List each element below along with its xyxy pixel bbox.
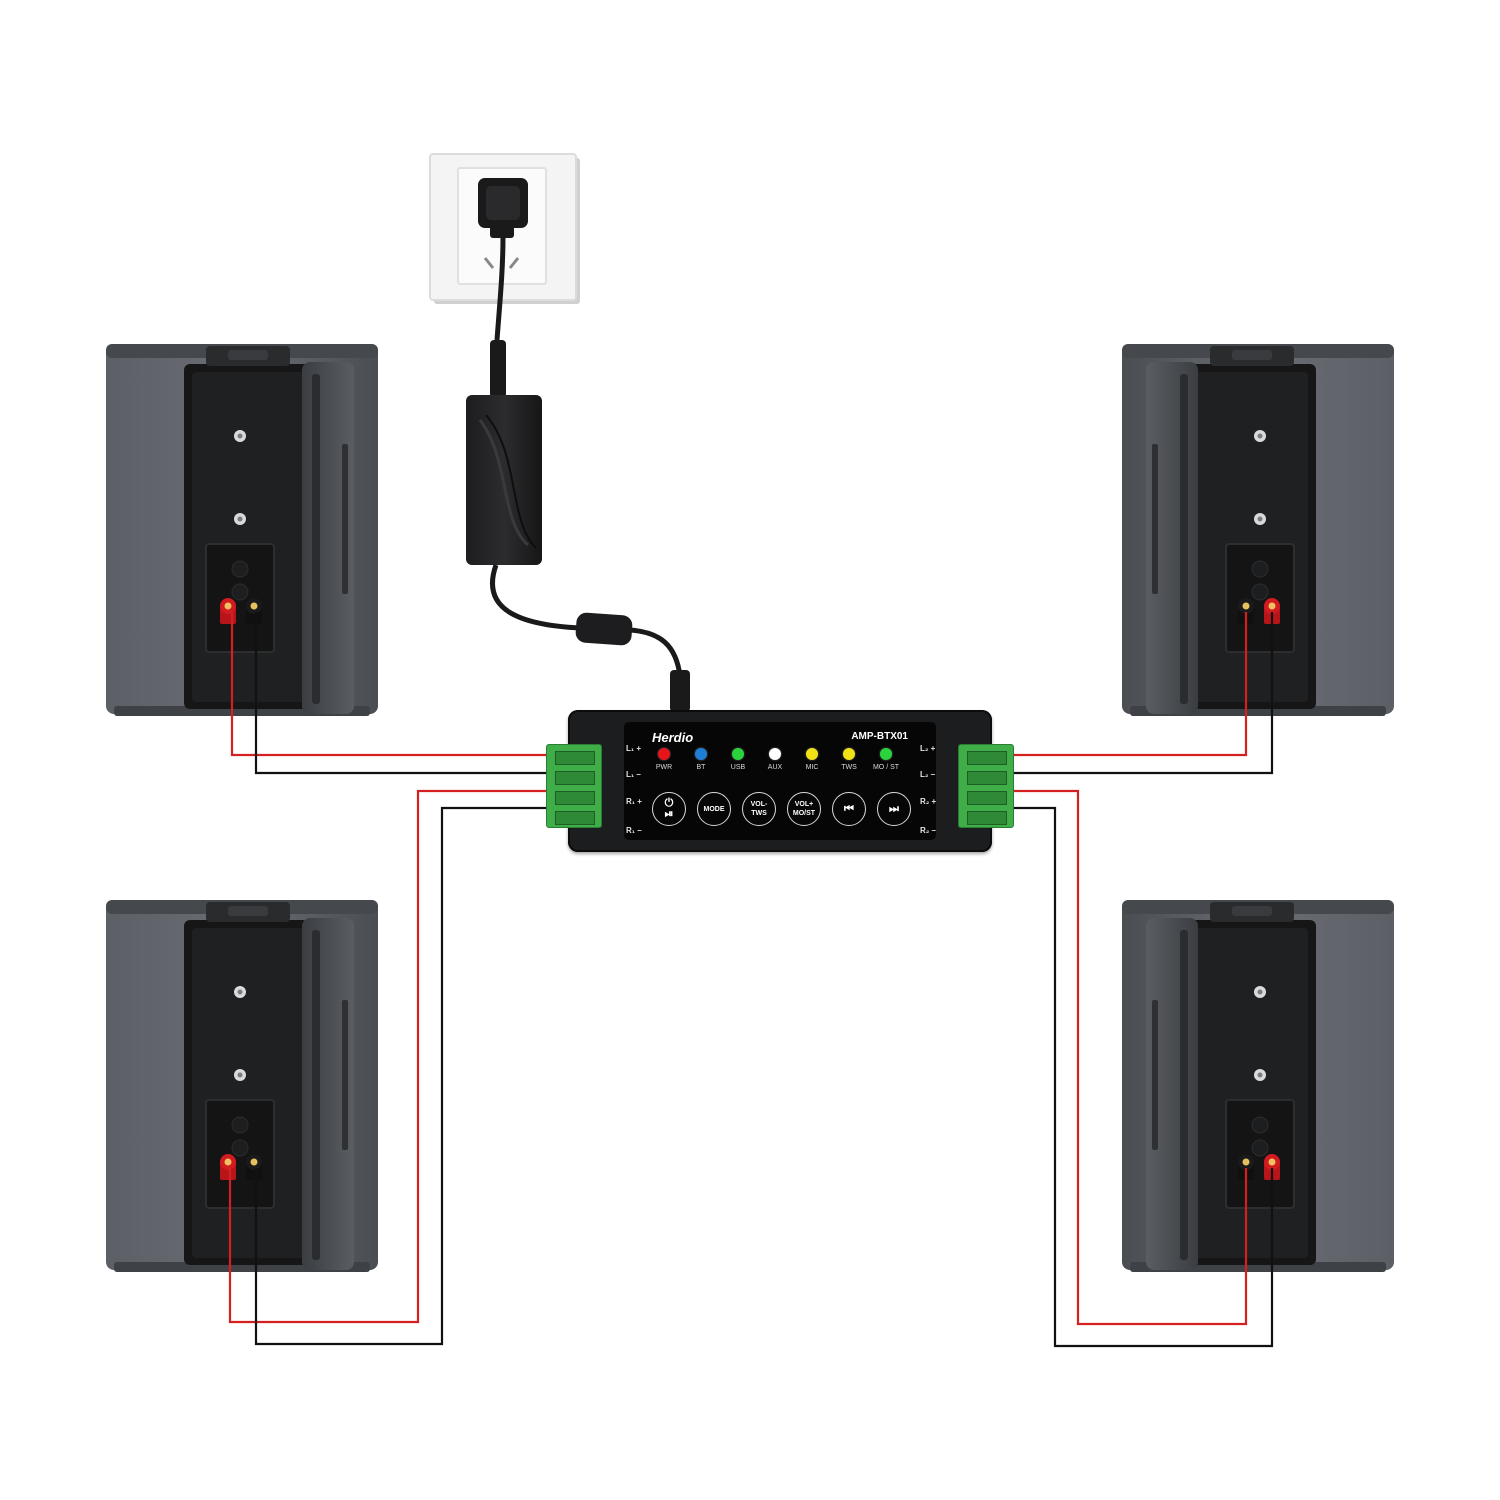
led-label: BT: [696, 764, 706, 771]
button-label: VOL+: [794, 801, 814, 808]
control-buttons: ⏻⏯ MODE VOL- TWS VOL+ MO/ST ⏮ ⏭: [652, 792, 914, 828]
wire-right-front-negative: [990, 612, 1274, 775]
led-pwr: PWR: [644, 748, 684, 771]
power-cord: [494, 235, 506, 341]
led-dot: [880, 748, 892, 760]
ferrite-bead: [575, 612, 633, 646]
amplifier: Herdio AMP-BTX01 PWR BT USB AUX MIC TWS MO / S…: [546, 710, 1014, 852]
speaker-right-front: [1121, 343, 1395, 717]
speaker-wires: [228, 610, 1274, 1348]
wire-left-front-negative: [254, 612, 560, 775]
led-label: TWS: [841, 764, 857, 771]
led-label: MIC: [805, 764, 819, 771]
led-dot: [769, 748, 781, 760]
next-track-button[interactable]: ⏭: [877, 792, 911, 826]
power-play-pause-button[interactable]: ⏻⏯: [652, 792, 686, 826]
terminal-label-left: L₁ –: [626, 770, 641, 779]
led-label: AUX: [767, 764, 783, 771]
wire-right-rear-negative: [990, 806, 1274, 1348]
indicator-leds: PWR BT USB AUX MIC TWS MO / ST: [650, 748, 920, 780]
left-terminal-block: [546, 744, 602, 828]
terminal-label-left: R₁ +: [626, 797, 642, 806]
wire-left-rear-positive: [228, 789, 560, 1324]
led-label: PWR: [655, 764, 673, 771]
right-terminal-block: [958, 744, 1014, 828]
terminal-label-left: L₁ +: [626, 744, 642, 753]
power-play-pause-icon: ⏯: [664, 808, 674, 820]
led-dot: [658, 748, 670, 760]
power-play-pause-icon: ⏻: [664, 797, 674, 809]
led-bt: BT: [681, 748, 721, 771]
terminal-label-left: R₁ –: [626, 826, 642, 835]
led-tws: TWS: [829, 748, 869, 771]
previous-track-button[interactable]: ⏮: [832, 792, 866, 826]
led-mic: MIC: [792, 748, 832, 771]
button-vol-mo-st[interactable]: VOL+ MO/ST: [787, 792, 821, 826]
button-label: MODE: [703, 805, 725, 813]
led-dot: [843, 748, 855, 760]
button-label: TWS: [751, 810, 767, 817]
speaker-left-front: [105, 343, 379, 717]
speaker-right-rear: [1121, 899, 1395, 1273]
button-vol-tws[interactable]: VOL- TWS: [742, 792, 776, 826]
led-dot: [732, 748, 744, 760]
terminal-label-right: R₂ –: [920, 826, 937, 835]
led-label: USB: [730, 764, 746, 771]
led-aux: AUX: [755, 748, 795, 771]
terminal-label-right: R₂ +: [920, 797, 937, 806]
dc-plug: [670, 670, 690, 712]
wire-left-rear-negative: [254, 806, 560, 1346]
button-label: MO/ST: [792, 810, 816, 817]
led-label: MO / ST: [872, 764, 900, 771]
button-label: VOL-: [750, 801, 768, 808]
wire-right-front-positive: [990, 612, 1248, 757]
terminal-label-right: L₂ –: [920, 770, 936, 779]
speaker-left-rear: [105, 899, 379, 1273]
power-plug: [478, 178, 528, 238]
model-label: AMP-BTX01: [851, 731, 908, 742]
led-mo-st: MO / ST: [866, 748, 906, 771]
terminal-label-right: L₂ +: [920, 744, 936, 753]
control-panel: Herdio AMP-BTX01 PWR BT USB AUX MIC TWS MO / S…: [624, 722, 936, 840]
previous-track-icon: ⏮: [844, 802, 854, 815]
brand-logo: Herdio: [652, 730, 694, 745]
led-dot: [695, 748, 707, 760]
wire-left-front-positive: [228, 610, 560, 757]
next-track-icon: ⏭: [889, 802, 899, 815]
led-usb: USB: [718, 748, 758, 771]
cord-strain-relief: [490, 340, 506, 398]
power-adapter: [466, 395, 542, 565]
wire-right-rear-positive: [990, 789, 1248, 1326]
button-mode[interactable]: MODE: [697, 792, 731, 826]
led-dot: [806, 748, 818, 760]
